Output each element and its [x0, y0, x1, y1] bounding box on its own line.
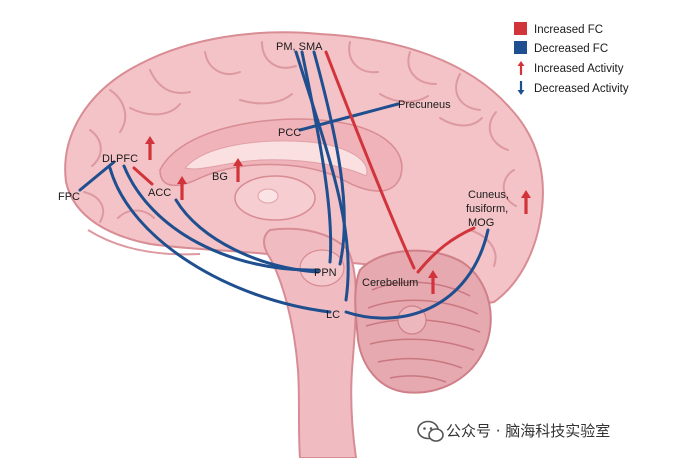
fc-line-dlpfc-lc [108, 166, 332, 314]
legend-label-decreased-fc: Decreased FC [534, 43, 608, 55]
label-dlpfc: DLPFC [102, 153, 138, 165]
cerebrum [64, 31, 544, 308]
label-acc: ACC [148, 187, 171, 199]
label-pcc: PCC [278, 127, 301, 139]
legend-arrow-up-icon [517, 61, 525, 75]
arrow-up-icon-cerebellum [428, 270, 438, 294]
label-cuneus-line3: MOG [468, 217, 494, 229]
label-cuneus-line1: Cuneus, [468, 189, 509, 201]
fc-line-pmsma-lc [294, 50, 350, 302]
legend-arrow-down-icon [517, 81, 525, 95]
legend-swatch-increased [514, 22, 527, 35]
wechat-icon [417, 420, 444, 442]
fc-line-dlpfc-acc [132, 166, 154, 186]
fc-line-pmsma-cerebellum [324, 50, 416, 270]
label-cuneus-line2: fusiform, [466, 203, 508, 215]
pons [299, 249, 345, 287]
watermark-text: 公众号 · 脑海科技实验室 [446, 422, 610, 440]
label-fpc: FPC [58, 191, 80, 203]
watermark: 公众号 · 脑海科技实验室 [417, 420, 610, 442]
arrow-up-icon-acc [177, 176, 187, 200]
fc-line-fpc-dlpfc [78, 160, 116, 192]
label-ppn: PPN [314, 267, 337, 279]
arrow-up-icon-cuneus [521, 190, 531, 214]
connectivity-lines [78, 50, 490, 320]
frontal-base-fold [87, 229, 201, 256]
fc-line-acc-ppn [174, 198, 320, 274]
legend-label-decreased-activity: Decreased Activity [534, 83, 629, 95]
arrow-up-icon-bg [233, 158, 243, 182]
activity-arrows [145, 136, 531, 294]
fc-line-pmsma-ppn-1 [300, 50, 333, 264]
thalamus-inner [257, 188, 279, 204]
legend-label-increased-activity: Increased Activity [534, 63, 624, 75]
fc-line-pcc-precuneus [298, 102, 400, 132]
label-bg: BG [212, 171, 228, 183]
fc-line-lc-cuneus [344, 228, 490, 320]
label-precuneus: Precuneus [398, 99, 451, 111]
legend-swatch-decreased [514, 41, 527, 54]
fc-line-pmsma-ppn-2 [312, 50, 346, 266]
arrow-up-icon-dlpfc [145, 136, 155, 160]
gyri-folds [83, 41, 517, 267]
label-pm-sma: PM, SMA [276, 41, 323, 53]
fc-line-cerebellum-mog [416, 226, 476, 274]
legend: Increased FC Decreased FC Increased Acti… [514, 22, 629, 95]
label-cerebellum: Cerebellum [362, 277, 418, 289]
legend-label-increased-fc: Increased FC [534, 24, 603, 36]
brain-illustration [64, 31, 544, 458]
label-lc: LC [326, 309, 340, 321]
region-labels: PM, SMA Precuneus PCC DLPFC FPC ACC BG C… [58, 41, 509, 321]
